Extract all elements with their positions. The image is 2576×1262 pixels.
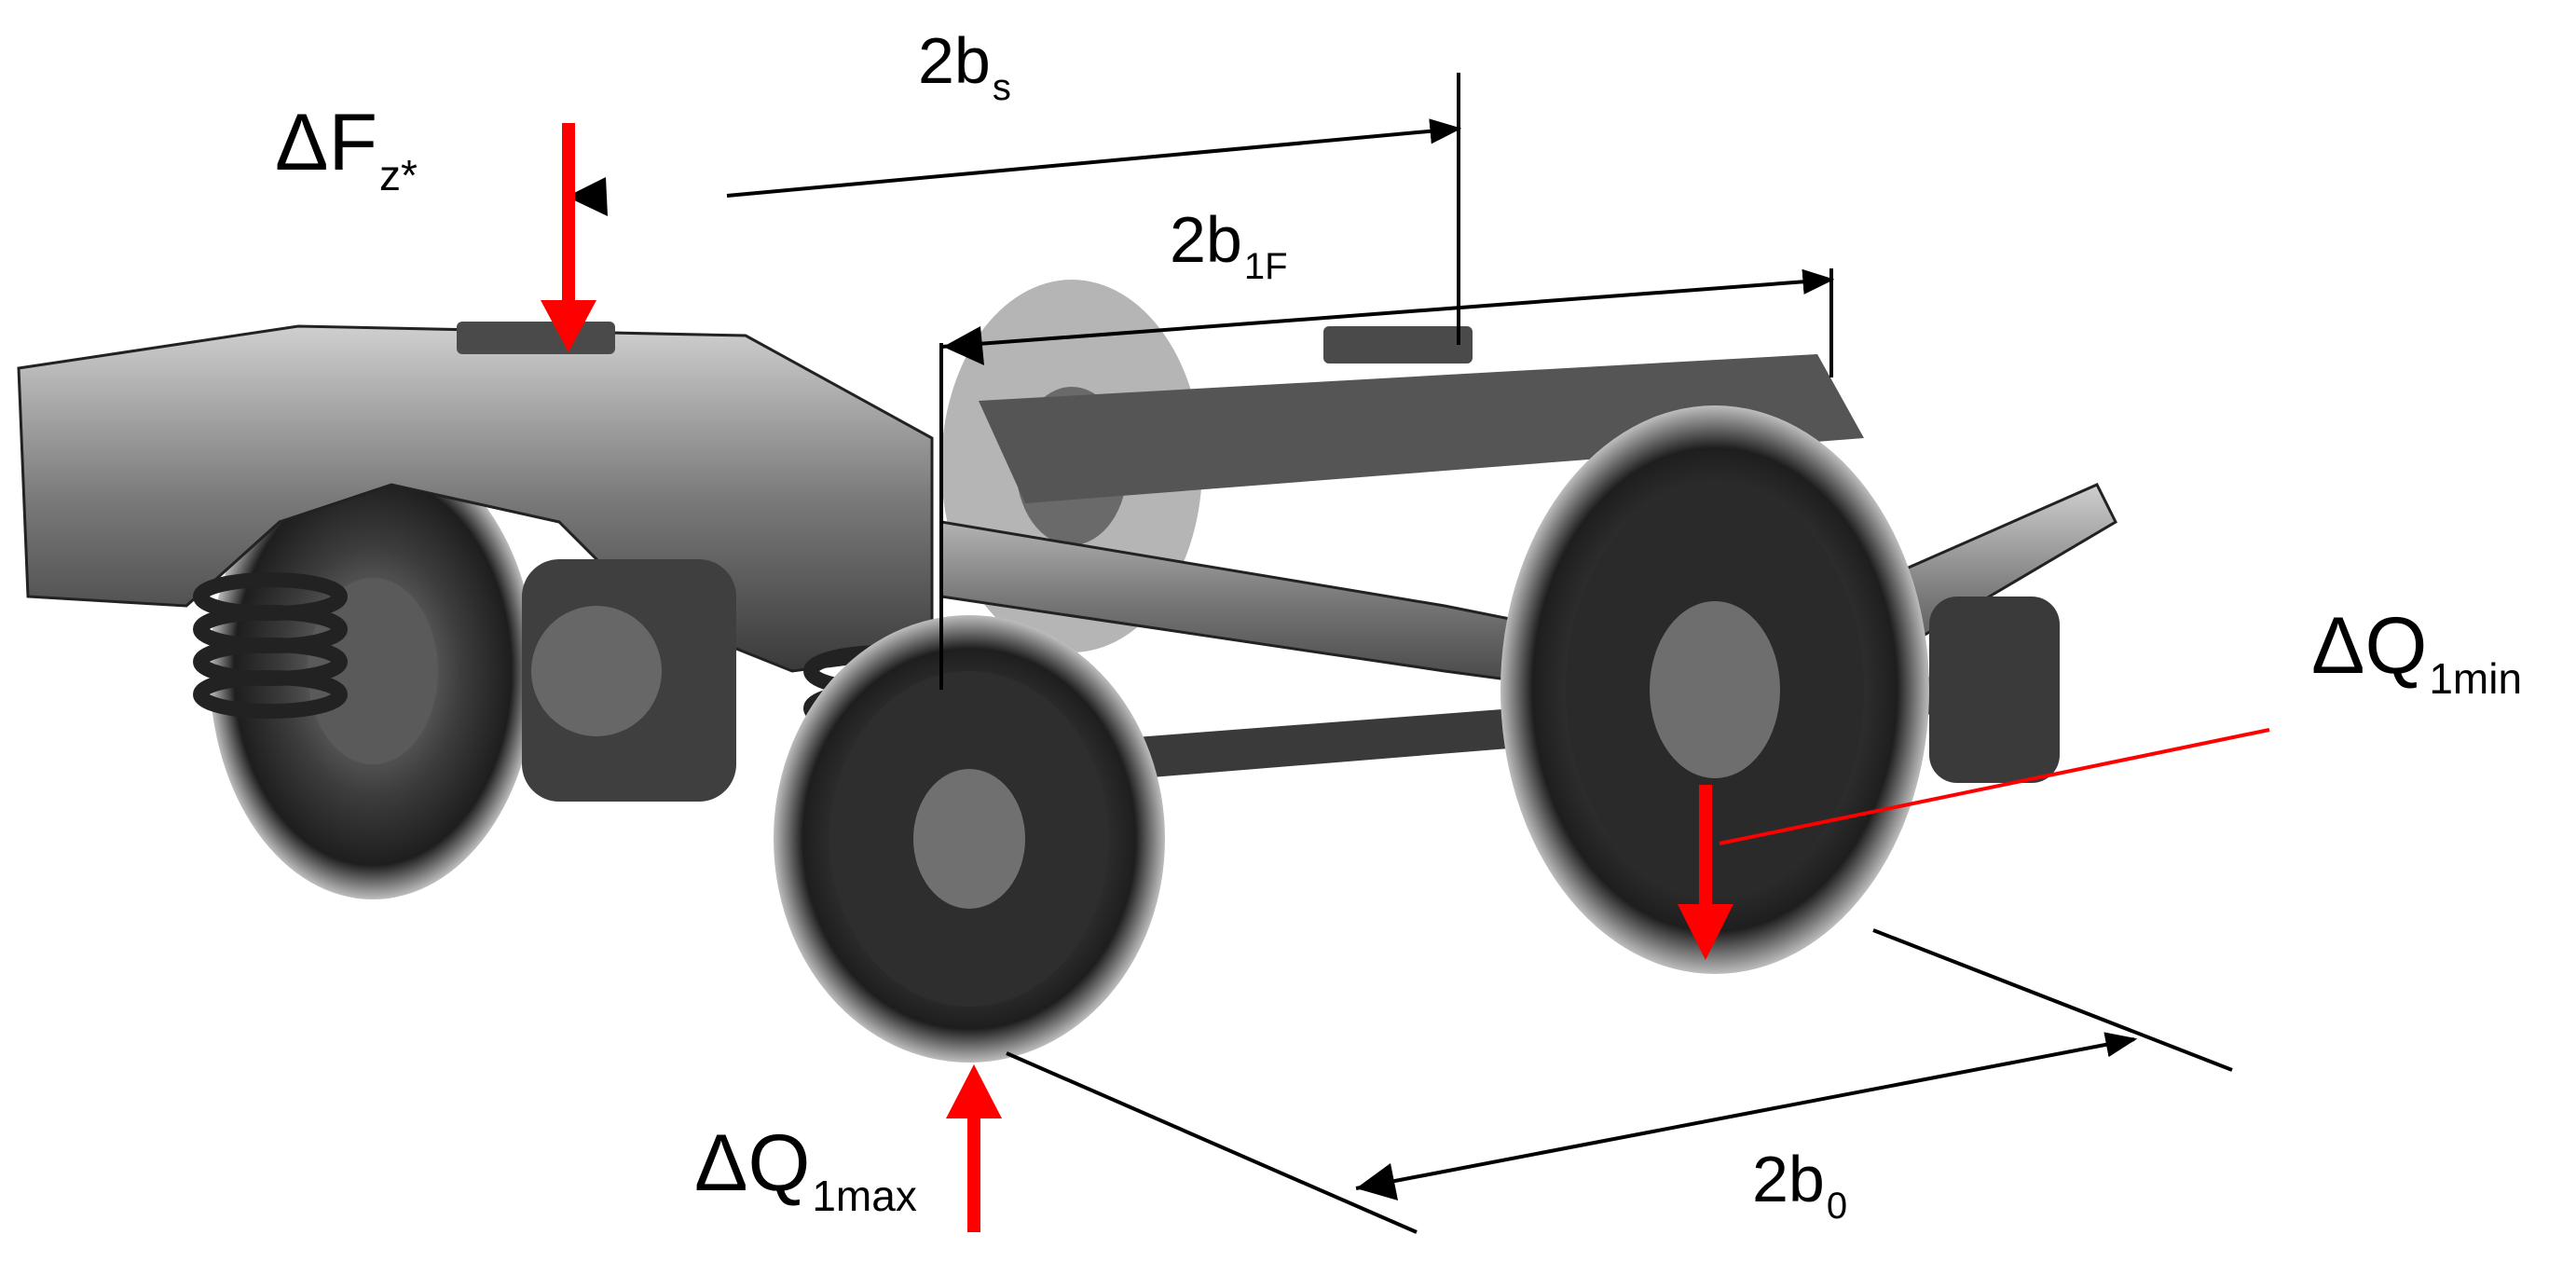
extension-line-2b0-right	[1872, 928, 2233, 1072]
label-load-q1min: ΔQ1min	[2311, 606, 2522, 700]
label-load-q1max: ΔQ1max	[694, 1123, 917, 1217]
label-load-q1min-main: ΔQ	[2311, 601, 2428, 691]
label-span-2bs-sub: s	[992, 67, 1011, 108]
label-load-q1max-main: ΔQ	[694, 1118, 811, 1208]
label-force-fz: ΔFz*	[275, 103, 418, 197]
arrowhead-q1min	[1678, 904, 1733, 960]
leader-line-q1min	[1719, 728, 2270, 845]
bogie-illustration	[17, 280, 2117, 1063]
label-load-q1min-sub: 1min	[2429, 654, 2523, 703]
label-load-q1max-sub: 1max	[812, 1172, 917, 1220]
dimension-arrow-2b0	[1355, 1032, 2138, 1190]
cross-beam	[979, 354, 1864, 503]
dimension-arrow-2bs	[726, 118, 1462, 198]
label-span-2bs-main: 2b	[918, 24, 991, 97]
label-force-fz-main: ΔF	[275, 98, 377, 187]
force-arrows	[562, 123, 1712, 1232]
label-span-2b1f-sub: 1F	[1243, 246, 1288, 287]
extension-line-2b0-left	[1006, 1051, 1418, 1234]
arrowhead-2b1f-left	[943, 326, 984, 365]
label-span-2b0-main: 2b	[1752, 1143, 1825, 1215]
dimension-lines	[726, 73, 2233, 1234]
wheel-front-left	[774, 615, 1165, 1063]
label-span-2b1f-main: 2b	[1170, 203, 1242, 276]
coil-spring-left	[193, 572, 348, 719]
axle-box-right	[1929, 597, 2060, 783]
label-span-2b1f: 2b1F	[1170, 207, 1288, 285]
dimension-arrow-2b1f	[940, 268, 1835, 349]
label-span-2b0-sub: 0	[1826, 1186, 1848, 1227]
label-span-2b0: 2b0	[1752, 1143, 1847, 1225]
arrowhead-2bs-left	[567, 177, 608, 216]
side-bearer-right	[1323, 326, 1473, 364]
arrowhead-q1max	[946, 1064, 1002, 1118]
axle-box-left	[522, 559, 736, 802]
arrowhead-fz	[541, 300, 596, 352]
side-bearer-left	[457, 322, 615, 354]
force-arrowheads	[541, 300, 1733, 1118]
wheel-front-right	[1500, 405, 1929, 974]
dimension-arrowheads	[567, 177, 1398, 1200]
label-span-2bs: 2bs	[918, 28, 1011, 106]
label-force-fz-sub: z*	[378, 151, 418, 199]
arrowhead-2b0-left	[1356, 1163, 1398, 1200]
